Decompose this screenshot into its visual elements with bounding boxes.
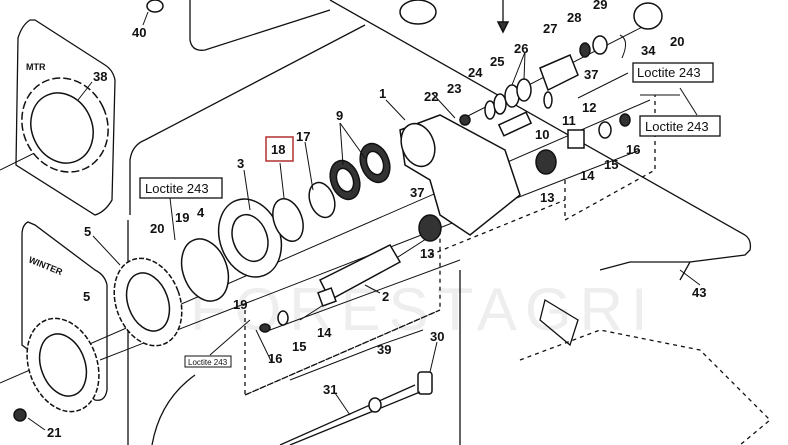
callout: 19 xyxy=(175,210,189,225)
callout: 40 xyxy=(132,25,146,40)
callout: 20 xyxy=(670,34,684,49)
bolt-40 xyxy=(146,0,164,13)
bolt-16b xyxy=(619,113,631,127)
hose xyxy=(151,374,196,445)
callout: 2 xyxy=(382,289,389,304)
sprocket-5-winter xyxy=(26,317,100,413)
callout: 39 xyxy=(377,342,391,357)
callout: 25 xyxy=(490,54,504,69)
callout: 14 xyxy=(580,168,595,183)
callout: 27 xyxy=(543,21,557,36)
watermark: FORESTAGRI xyxy=(190,276,656,343)
loctite-label: Loctite 243 xyxy=(645,119,709,134)
loctite-label: Loctite 243 xyxy=(637,65,701,80)
washer-29 xyxy=(592,35,608,55)
callout: 20 xyxy=(150,221,164,236)
bushing-13b xyxy=(535,149,557,175)
callout: 24 xyxy=(468,65,483,80)
callout: 30 xyxy=(430,329,444,344)
callout: 29 xyxy=(593,0,607,12)
ring-26b xyxy=(516,78,532,102)
callout: 17 xyxy=(296,129,310,144)
callout: 1 xyxy=(379,86,386,101)
loctite-note-b: Loctite 243 xyxy=(632,62,714,83)
callout: 15 xyxy=(292,339,306,354)
nut-23 xyxy=(459,114,471,126)
cylinder-27 xyxy=(539,54,579,92)
callout: 14 xyxy=(317,325,332,340)
callout: 19 xyxy=(233,297,247,312)
callout: 18 xyxy=(271,142,285,157)
callout: 4 xyxy=(197,205,205,220)
bushing-14 xyxy=(317,287,337,307)
rod-31 xyxy=(279,384,416,445)
sprocket-5-front xyxy=(113,257,183,347)
callout: 16 xyxy=(626,142,640,157)
ring-25 xyxy=(493,93,507,115)
callout: 43 xyxy=(692,285,706,300)
callout: 9 xyxy=(336,108,343,123)
washer-15b xyxy=(598,121,612,139)
callout: 28 xyxy=(567,10,581,25)
oring-18 xyxy=(272,198,304,242)
winter-panel xyxy=(21,221,108,401)
callout: 26 xyxy=(514,41,528,56)
eyebolt-top xyxy=(399,0,437,25)
callout: 31 xyxy=(323,382,337,397)
callout: 21 xyxy=(47,425,61,440)
callout: 16 xyxy=(268,351,282,366)
fitting-30 xyxy=(417,371,433,395)
callouts: 40 38 1 9 17 18 3 19 4 20 5 5 19 2 14 15… xyxy=(47,0,706,440)
callout: 5 xyxy=(83,289,90,304)
direction-arrow xyxy=(539,298,579,347)
callout: 12 xyxy=(582,100,596,115)
subassembly-outlines xyxy=(244,95,656,396)
highlight-box-18 xyxy=(265,136,294,162)
callout: 3 xyxy=(237,156,244,171)
pin-10 xyxy=(497,111,533,137)
panel-tag-mtr: MTR xyxy=(26,62,46,72)
sprocket-mtr xyxy=(21,77,109,173)
frame-detail xyxy=(519,329,771,445)
loctite-note-small: Loctite 243 xyxy=(184,355,232,368)
bushing-13a xyxy=(418,214,442,242)
seal-28 xyxy=(579,42,591,58)
callout: 5 xyxy=(84,224,91,239)
callout: 34 xyxy=(641,43,656,58)
leader-lines xyxy=(27,11,701,431)
bolt-16 xyxy=(259,323,271,333)
loctite-note-a: Loctite 243 xyxy=(139,177,223,199)
callout: 22 xyxy=(424,89,438,104)
callout: 13 xyxy=(540,190,554,205)
callout: 38 xyxy=(93,69,107,84)
washer-15 xyxy=(277,310,289,326)
bushing-14b xyxy=(567,129,585,149)
callout: 23 xyxy=(447,81,461,96)
callout: 13 xyxy=(420,246,434,261)
callout: 15 xyxy=(604,157,618,172)
ring-17 xyxy=(308,181,336,219)
mtr-panel xyxy=(15,19,116,216)
callout: 10 xyxy=(535,127,549,142)
callout: 37 xyxy=(584,67,598,82)
loctite-label: Loctite 243 xyxy=(145,181,209,196)
clip-11 xyxy=(543,91,553,109)
callout: 11 xyxy=(562,113,576,128)
panel-frames xyxy=(15,0,752,445)
panel-tag-winter: WINTER xyxy=(27,255,64,278)
plate-4 xyxy=(180,238,230,302)
spring-34 xyxy=(619,34,626,59)
bracket-top xyxy=(633,2,663,30)
loctite-note-c: Loctite 243 xyxy=(639,115,721,137)
bolt-21 xyxy=(13,408,27,422)
loctite-label: Loctite 243 xyxy=(188,358,228,367)
callout: 37 xyxy=(410,185,424,200)
